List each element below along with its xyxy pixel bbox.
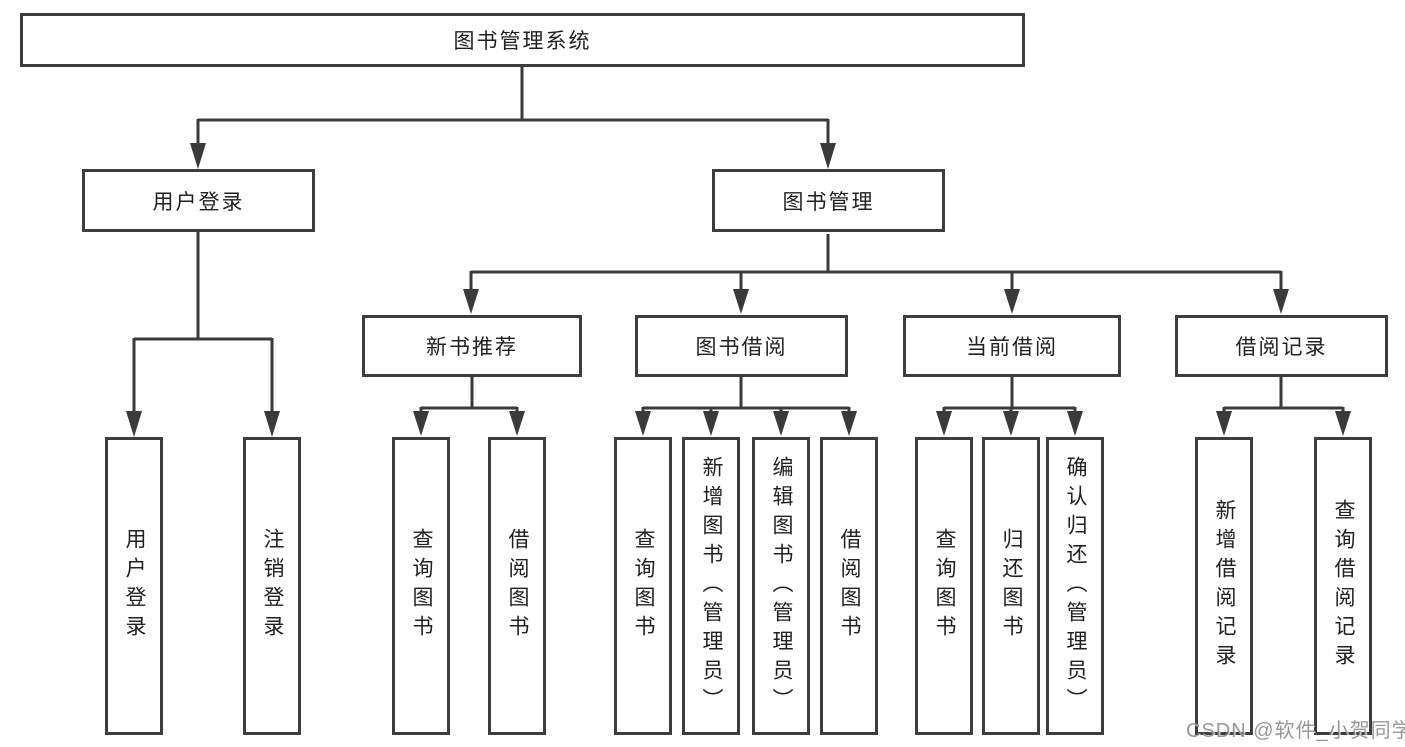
node-user-login: 用户登录 bbox=[82, 169, 315, 232]
arrow-down-icon bbox=[733, 289, 749, 314]
arrow-down-icon bbox=[820, 143, 836, 169]
connector-new-book-branch bbox=[419, 377, 519, 414]
connector-current-borrow-branch bbox=[942, 377, 1077, 414]
leaf-query-books-borrowing: 查询图书 bbox=[614, 437, 672, 735]
node-label: 借阅图书 bbox=[506, 528, 529, 644]
leaf-logout: 注销登录 bbox=[243, 437, 301, 735]
leaf-borrow-books-recommend: 借阅图书 bbox=[488, 437, 546, 735]
arrow-down-icon bbox=[703, 411, 719, 436]
arrow-down-icon bbox=[1273, 289, 1289, 314]
node-label: 确认归还（管理员） bbox=[1064, 455, 1087, 717]
connector-root-to-level2 bbox=[196, 67, 830, 146]
node-label: 当前借阅 bbox=[966, 336, 1058, 359]
arrow-down-icon bbox=[1003, 411, 1019, 436]
leaf-query-books-current: 查询图书 bbox=[915, 437, 973, 735]
node-label: 图书管理系统 bbox=[453, 30, 592, 53]
arrow-down-icon bbox=[264, 411, 280, 437]
arrow-down-icon bbox=[1216, 411, 1232, 436]
leaf-add-borrow-record: 新增借阅记录 bbox=[1195, 437, 1253, 735]
node-label: 图书借阅 bbox=[695, 336, 788, 359]
node-label: 查询图书 bbox=[632, 528, 655, 644]
leaf-borrow-books: 借阅图书 bbox=[820, 437, 878, 735]
arrow-down-icon bbox=[841, 411, 857, 436]
node-label: 查询借阅记录 bbox=[1332, 499, 1355, 673]
arrow-down-icon bbox=[1004, 289, 1020, 314]
node-label: 归还图书 bbox=[1000, 528, 1023, 644]
arrow-down-icon bbox=[1067, 411, 1083, 436]
arrow-down-icon bbox=[190, 143, 206, 169]
node-book-borrowing: 图书借阅 bbox=[635, 315, 848, 377]
node-label: 查询图书 bbox=[410, 528, 433, 644]
arrow-down-icon bbox=[936, 411, 952, 436]
node-label: 借阅图书 bbox=[838, 528, 861, 644]
arrow-down-icon bbox=[773, 411, 789, 436]
node-current-borrowing: 当前借阅 bbox=[903, 315, 1121, 377]
node-label: 用户登录 bbox=[123, 528, 146, 644]
leaf-query-borrow-record: 查询借阅记录 bbox=[1314, 437, 1372, 735]
connector-book-borrow-branch bbox=[641, 377, 851, 414]
node-book-management: 图书管理 bbox=[712, 169, 945, 232]
node-label: 编辑图书（管理员） bbox=[770, 455, 793, 717]
leaf-user-login: 用户登录 bbox=[105, 437, 163, 735]
leaf-return-books: 归还图书 bbox=[982, 437, 1040, 735]
node-label: 注销登录 bbox=[261, 528, 284, 644]
leaf-add-book-admin: 新增图书（管理员） bbox=[682, 437, 740, 735]
node-label: 新增图书（管理员） bbox=[700, 455, 723, 717]
connector-user-login-branch bbox=[132, 232, 274, 414]
node-label: 查询图书 bbox=[933, 528, 956, 644]
arrow-down-icon bbox=[413, 411, 429, 436]
node-borrowing-records: 借阅记录 bbox=[1175, 315, 1388, 377]
connector-book-mgmt-branch bbox=[469, 234, 1283, 292]
arrow-down-icon bbox=[463, 289, 479, 314]
arrow-down-icon bbox=[509, 411, 525, 436]
arrow-down-icon bbox=[126, 411, 142, 437]
arrow-down-icon bbox=[635, 411, 651, 436]
leaf-confirm-return-admin: 确认归还（管理员） bbox=[1046, 437, 1104, 735]
node-new-book-recommend: 新书推荐 bbox=[362, 315, 582, 377]
leaf-edit-book-admin: 编辑图书（管理员） bbox=[752, 437, 810, 735]
node-label: 新增借阅记录 bbox=[1213, 499, 1236, 673]
arrow-down-icon bbox=[1335, 411, 1351, 436]
connector-borrow-record-branch bbox=[1222, 377, 1345, 414]
node-label: 图书管理 bbox=[782, 190, 875, 214]
node-label: 用户登录 bbox=[152, 190, 245, 214]
node-label: 借阅记录 bbox=[1235, 336, 1328, 359]
leaf-query-books-recommend: 查询图书 bbox=[392, 437, 450, 735]
node-label: 新书推荐 bbox=[426, 336, 518, 359]
node-library-management-system: 图书管理系统 bbox=[20, 13, 1025, 67]
csdn-watermark: CSDN @软件_小贺同学 bbox=[1186, 720, 1405, 742]
arrowheads bbox=[126, 143, 1351, 437]
